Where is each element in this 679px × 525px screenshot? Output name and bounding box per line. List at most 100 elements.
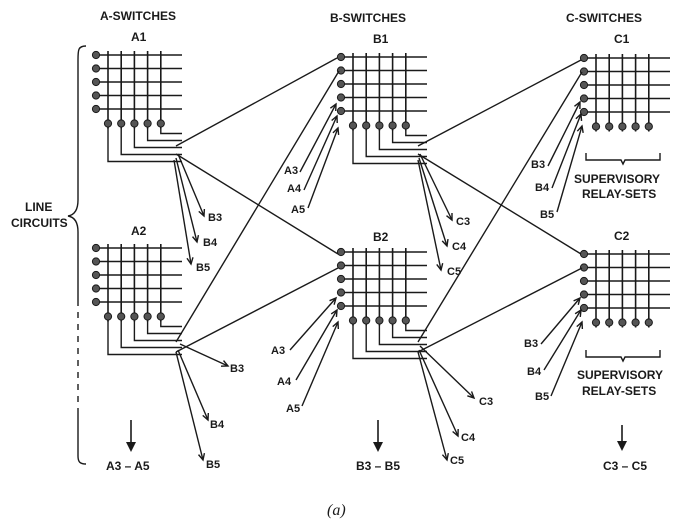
switch-outlet-dot bbox=[631, 122, 640, 131]
switch-inlet-dot bbox=[579, 107, 589, 117]
c2-in-b4: B4 bbox=[527, 366, 542, 378]
switch-outlet-dot bbox=[103, 119, 113, 128]
switch-inlet-dot bbox=[336, 66, 346, 75]
fan-arrow bbox=[418, 157, 449, 248]
a2-out-b4: B4 bbox=[210, 419, 225, 431]
line-circuits-label-2: CIRCUITS bbox=[11, 216, 68, 230]
switch-grid-a1 bbox=[91, 50, 182, 163]
fan-arrow bbox=[417, 351, 449, 462]
switch-outlet-dot bbox=[375, 316, 384, 325]
switch-inlet-dot bbox=[579, 67, 589, 76]
b1-out-c4: C4 bbox=[452, 241, 467, 253]
label-b2: B2 bbox=[373, 230, 389, 244]
b2-in-a4: A4 bbox=[277, 376, 292, 388]
switch-inlet-dot bbox=[579, 290, 589, 299]
switch-inlet-dot bbox=[579, 249, 589, 259]
fan-arrow bbox=[307, 126, 340, 209]
switch-inlet-dot bbox=[91, 64, 101, 73]
switch-outlet-dot bbox=[348, 316, 358, 325]
switch-inlet-dot bbox=[91, 77, 101, 87]
label-c1: C1 bbox=[614, 32, 630, 46]
fan-arrow bbox=[289, 296, 338, 351]
switch-outlet-dot bbox=[130, 312, 139, 321]
fan-arrow bbox=[543, 308, 582, 371]
header-a-switches: A-SWITCHES bbox=[100, 9, 176, 23]
fan-arrow bbox=[556, 124, 584, 213]
fan-arrow bbox=[418, 349, 459, 438]
switch-outlet-dot bbox=[348, 121, 358, 130]
fan-arrow bbox=[303, 114, 338, 191]
header-b-switches: B-SWITCHES bbox=[330, 11, 406, 25]
switch-outlet-dot bbox=[388, 121, 397, 130]
fan-arrow bbox=[417, 159, 444, 272]
switch-outlet-dot bbox=[591, 122, 601, 131]
a1-out-b5: B5 bbox=[196, 262, 210, 274]
b2-in-a3: A3 bbox=[271, 345, 285, 357]
switch-outlet-dot bbox=[143, 312, 152, 321]
fan-arrow bbox=[177, 349, 210, 422]
switch-inlet-dot bbox=[579, 263, 589, 272]
a2-out-b3: B3 bbox=[230, 363, 244, 375]
switch-grid-c1 bbox=[579, 53, 670, 132]
c1-supervisory-label-1: SUPERVISORY bbox=[574, 172, 660, 186]
switch-inlet-dot bbox=[91, 104, 101, 114]
b1-in-a3: A3 bbox=[284, 165, 298, 177]
switch-outlet-dot bbox=[117, 312, 126, 321]
line-circuits-label-1: LINE bbox=[25, 200, 52, 214]
line-circuits-brace bbox=[67, 45, 87, 465]
switch-outlet-dot bbox=[618, 122, 627, 131]
b1-in-a4: A4 bbox=[287, 183, 302, 195]
switch-grid-b2 bbox=[336, 247, 427, 360]
switch-outlet-dot bbox=[401, 316, 410, 325]
c1-in-b4: B4 bbox=[535, 182, 550, 194]
switch-grids bbox=[91, 50, 670, 360]
switch-inlet-dot bbox=[579, 80, 589, 90]
switch-grid-a2 bbox=[91, 243, 182, 356]
switch-outlet-dot bbox=[156, 119, 165, 128]
switch-inlet-dot bbox=[91, 270, 101, 280]
switch-outlet-dot bbox=[130, 119, 139, 128]
switch-inlet-dot bbox=[336, 79, 346, 89]
switch-outlet-dot bbox=[388, 316, 397, 325]
b2-out-c3: C3 bbox=[479, 396, 493, 408]
c2-supervisory-label-1: SUPERVISORY bbox=[577, 368, 663, 382]
b1-out-c3: C3 bbox=[456, 216, 470, 228]
b1-in-a5: A5 bbox=[291, 204, 305, 216]
switch-inlet-dot bbox=[91, 257, 101, 266]
bottom-label-c: C3 – C5 bbox=[603, 459, 647, 473]
fan-arrow bbox=[299, 102, 337, 173]
switch-inlet-dot bbox=[579, 94, 589, 103]
switch-outlet-dot bbox=[618, 318, 627, 327]
switch-outlet-dot bbox=[103, 312, 113, 321]
c2-in-b5: B5 bbox=[535, 391, 549, 403]
c1-in-b3: B3 bbox=[531, 159, 545, 171]
fan-arrow bbox=[179, 343, 230, 367]
fan-arrows bbox=[173, 100, 584, 462]
switch-outlet-dot bbox=[605, 318, 614, 327]
switch-inlet-dot bbox=[579, 276, 589, 286]
fan-arrow bbox=[540, 296, 582, 345]
label-b1: B1 bbox=[373, 32, 389, 46]
switch-outlet-dot bbox=[375, 121, 384, 130]
a2-out-b5: B5 bbox=[206, 459, 220, 471]
a1-out-b4: B4 bbox=[203, 237, 218, 249]
label-a2: A2 bbox=[131, 224, 147, 238]
bottom-arrows bbox=[126, 420, 627, 452]
b2-in-a5: A5 bbox=[286, 403, 300, 415]
fan-arrow bbox=[177, 153, 206, 218]
switch-outlet-dot bbox=[117, 119, 126, 128]
switch-outlet-dot bbox=[644, 318, 653, 327]
figure-caption: (a) bbox=[327, 502, 346, 519]
switch-outlet-dot bbox=[644, 122, 653, 131]
switch-outlet-dot bbox=[631, 318, 640, 327]
header-c-switches: C-SWITCHES bbox=[566, 11, 642, 25]
fan-arrow bbox=[419, 345, 476, 400]
switch-outlet-dot bbox=[143, 119, 152, 128]
switch-grid-b1 bbox=[336, 52, 427, 165]
switch-inlet-dot bbox=[91, 50, 101, 60]
c2-in-b3: B3 bbox=[524, 338, 538, 350]
label-a1: A1 bbox=[131, 30, 147, 44]
switch-inlet-dot bbox=[336, 106, 346, 116]
switch-outlet-dot bbox=[362, 121, 371, 130]
